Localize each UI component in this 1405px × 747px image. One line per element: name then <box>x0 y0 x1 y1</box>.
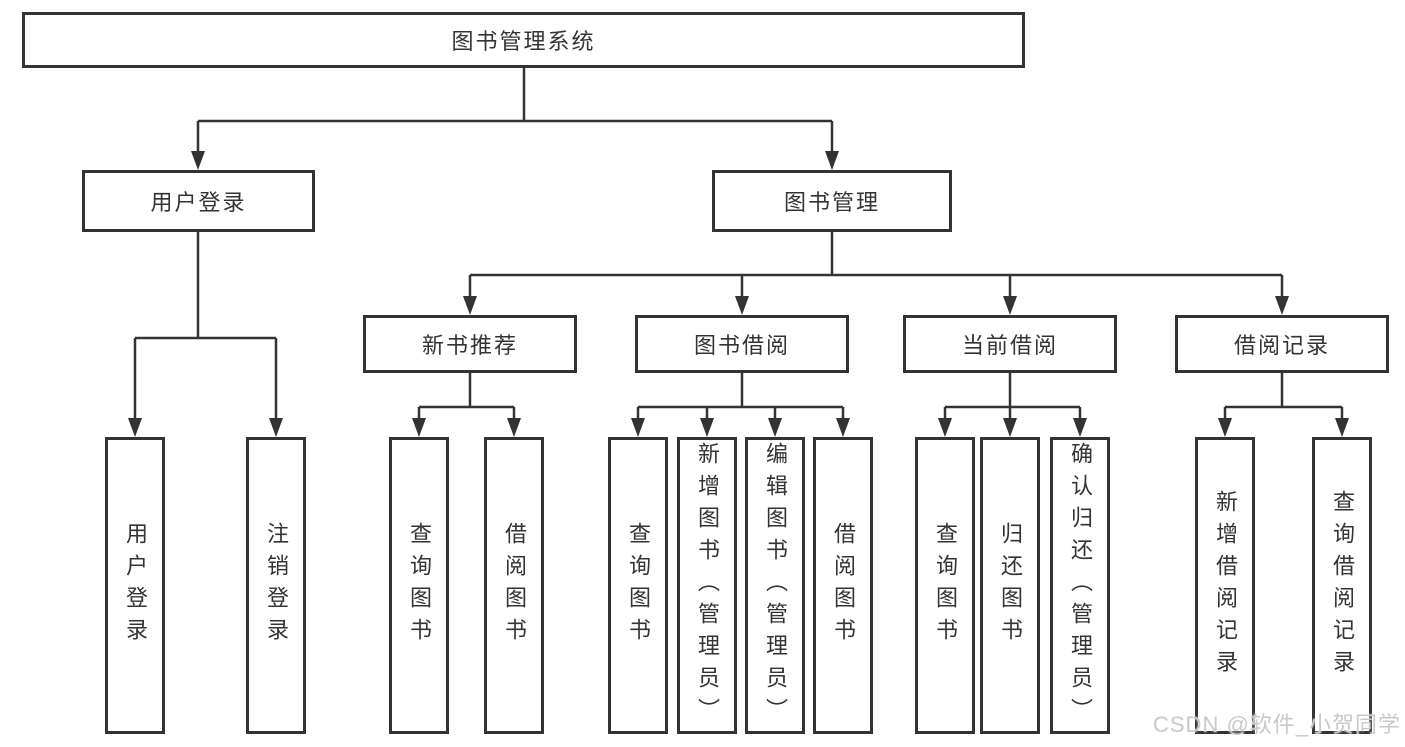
node-book-management: 图书管理 <box>712 170 952 232</box>
leaf-edit-books-admin: 编辑图书（管理员） <box>745 437 805 734</box>
connector-user-login <box>133 232 278 420</box>
leaf-query-books-borrow: 查询图书 <box>608 437 668 734</box>
node-label: 借阅图书 <box>831 521 856 650</box>
leaf-return-books: 归还图书 <box>980 437 1040 734</box>
leaf-query-borrow-record: 查询借阅记录 <box>1312 437 1372 734</box>
node-label: 当前借阅 <box>961 333 1058 358</box>
node-label: 查询图书 <box>933 521 958 650</box>
node-label: 查询图书 <box>407 521 432 650</box>
node-new-book-recommend: 新书推荐 <box>363 315 577 373</box>
leaf-borrow-books-recommend: 借阅图书 <box>484 437 544 734</box>
node-library-system: 图书管理系统 <box>22 12 1025 68</box>
leaf-add-books-admin: 新增图书（管理员） <box>677 437 737 734</box>
leaf-add-borrow-record: 新增借阅记录 <box>1195 437 1255 734</box>
node-label: 注销登录 <box>264 521 289 650</box>
leaf-user-login: 用户登录 <box>105 437 165 734</box>
node-label: 借阅记录 <box>1233 333 1330 358</box>
node-label: 用户登录 <box>123 521 148 650</box>
leaf-query-books-recommend: 查询图书 <box>389 437 449 734</box>
node-book-borrow: 图书借阅 <box>635 315 849 373</box>
node-label: 图书借阅 <box>693 333 790 358</box>
node-label: 查询借阅记录 <box>1330 489 1355 682</box>
connector-book-management <box>468 232 1284 298</box>
node-label: 新书推荐 <box>421 333 518 358</box>
leaf-logout: 注销登录 <box>246 437 306 734</box>
leaf-borrow-books: 借阅图书 <box>813 437 873 734</box>
node-label: 查询图书 <box>626 521 651 650</box>
node-current-borrow: 当前借阅 <box>903 315 1117 373</box>
leaf-confirm-return-admin: 确认归还（管理员） <box>1050 437 1110 734</box>
watermark: CSDN @软件_小贺同学 <box>1153 712 1402 737</box>
node-label: 图书管理系统 <box>451 29 596 54</box>
leaf-query-books-current: 查询图书 <box>915 437 975 734</box>
connector-new-book-recommend <box>417 373 516 420</box>
node-borrow-records: 借阅记录 <box>1175 315 1389 373</box>
node-label: 新增借阅记录 <box>1213 489 1238 682</box>
node-label: 借阅图书 <box>502 521 527 650</box>
node-user-login: 用户登录 <box>82 170 315 232</box>
arrowhead-icons <box>128 151 1349 437</box>
connector-root <box>196 68 834 153</box>
node-label: 确认归还（管理员） <box>1068 441 1093 730</box>
node-label: 图书管理 <box>783 190 880 215</box>
node-label: 归还图书 <box>998 521 1023 650</box>
connector-borrow-records <box>1223 373 1344 420</box>
connector-book-borrow <box>636 373 845 420</box>
node-label: 新增图书（管理员） <box>695 441 720 730</box>
node-label: 编辑图书（管理员） <box>763 441 788 730</box>
connector-current-borrow <box>943 373 1082 420</box>
node-label: 用户登录 <box>150 190 247 215</box>
